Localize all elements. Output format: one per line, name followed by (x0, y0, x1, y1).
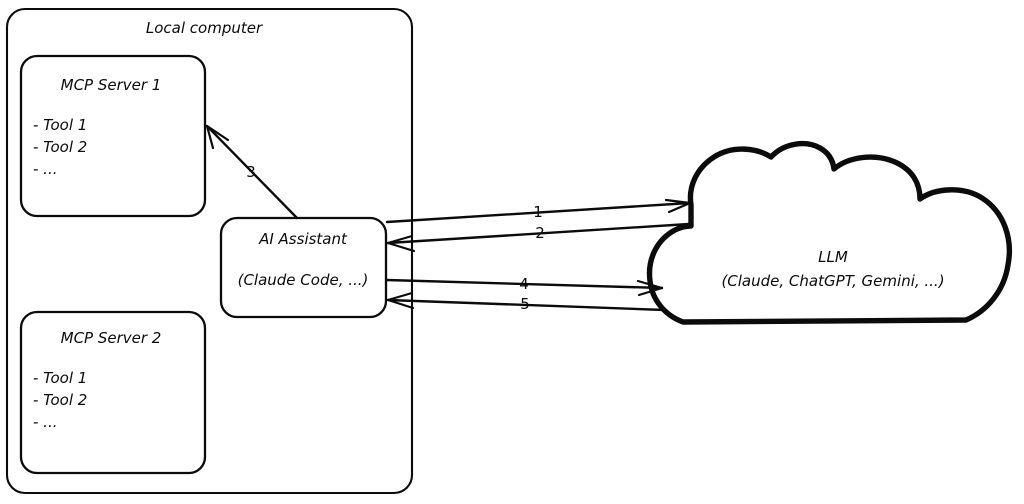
mcp-server-2-box (19, 310, 207, 475)
edge-3-arrowhead (205, 124, 230, 150)
ai-assistant-label-line2: (Claude Code, ...) (238, 271, 369, 289)
mcp-server-1-box (19, 54, 207, 218)
edge-1-label: 1 (533, 203, 543, 221)
edge-3-label: 3 (246, 163, 256, 181)
llm-cloud-shape (646, 140, 1013, 325)
mcp-server-2-item-2: - ... (33, 413, 58, 431)
mcp-server-2-title: MCP Server 2 (61, 329, 162, 347)
llm-cloud-label-line2: (Claude, ChatGPT, Gemini, ...) (721, 272, 944, 290)
mcp-server-2-item-0: - Tool 1 (33, 369, 87, 387)
mcp-server-1-item-1: - Tool 2 (33, 138, 87, 156)
edge-4-arrowhead (636, 279, 664, 297)
edge-2-label: 2 (535, 224, 545, 242)
edge-5-arrowhead (386, 291, 415, 310)
edge-5-label: 5 (520, 295, 530, 313)
mcp-server-1-item-2: - ... (33, 160, 58, 178)
mcp-server-1-title: MCP Server 1 (61, 76, 162, 94)
ai-assistant-box (219, 216, 388, 319)
local-computer-title: Local computer (146, 19, 263, 37)
llm-cloud-label-line1: LLM (818, 248, 848, 266)
edge-2-line (386, 222, 691, 245)
edge-3-line (205, 124, 299, 220)
edge-5-line (386, 298, 667, 312)
mcp-server-2-item-1: - Tool 2 (33, 391, 87, 409)
mcp-server-1-item-0: - Tool 1 (33, 116, 87, 134)
edge-4-line (385, 278, 664, 290)
edge-2-arrowhead (386, 234, 416, 253)
edge-1-line (385, 201, 692, 224)
edge-4-label: 4 (519, 275, 529, 293)
edge-1-arrowhead (664, 198, 692, 214)
ai-assistant-label-line1: AI Assistant (258, 230, 348, 248)
